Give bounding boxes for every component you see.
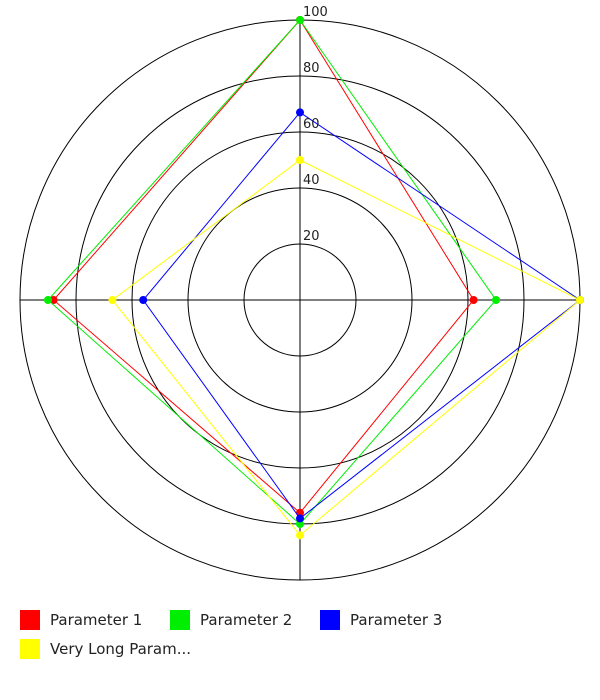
legend-item-1: Parameter 1	[20, 608, 142, 632]
legend-swatch-4	[20, 639, 40, 659]
series-3-point-left	[139, 296, 148, 304]
legend-label-4: Very Long Param...	[50, 640, 192, 658]
series-1-point-left	[49, 296, 58, 304]
series-3-point-top	[296, 108, 304, 117]
legend-swatch-3	[320, 610, 340, 630]
series-4-point-right	[576, 296, 584, 304]
tick-label-40: 40	[303, 173, 320, 188]
legend-item-2: Parameter 2	[170, 608, 292, 632]
series-3-point-bottom	[296, 514, 304, 523]
radar-chart: 20 40 60 80 100	[19, 5, 584, 581]
tick-label-60: 60	[303, 117, 320, 132]
tick-label-80: 80	[303, 61, 320, 76]
legend-label-2: Parameter 2	[200, 611, 293, 629]
legend-swatch-2	[170, 610, 190, 630]
legend-label-1: Parameter 1	[50, 611, 143, 629]
radar-tick-labels: 20 40 60 80 100	[303, 5, 328, 244]
legend-swatch-1	[20, 610, 40, 630]
legend-item-3: Parameter 3	[320, 608, 442, 632]
series-line-1	[52, 19, 475, 514]
legend-label-3: Parameter 3	[350, 611, 443, 629]
legend-item-4: Very Long Param...	[20, 637, 191, 661]
tick-label-100: 100	[303, 5, 328, 20]
series-4-point-left	[108, 296, 117, 304]
series-1-point-right	[469, 296, 478, 304]
series-line-4	[111, 159, 581, 536]
series-4-point-top	[296, 156, 304, 164]
series-2-point-left	[44, 296, 52, 304]
series-4-point-bottom	[296, 531, 304, 540]
series-line-3	[142, 111, 581, 520]
series-2-point-right	[492, 296, 500, 304]
series-2-point-bottom	[296, 520, 304, 528]
tick-label-20: 20	[303, 229, 320, 244]
series-2-point-top	[296, 16, 304, 24]
series-line-2	[47, 19, 497, 525]
radar-series	[44, 16, 584, 540]
